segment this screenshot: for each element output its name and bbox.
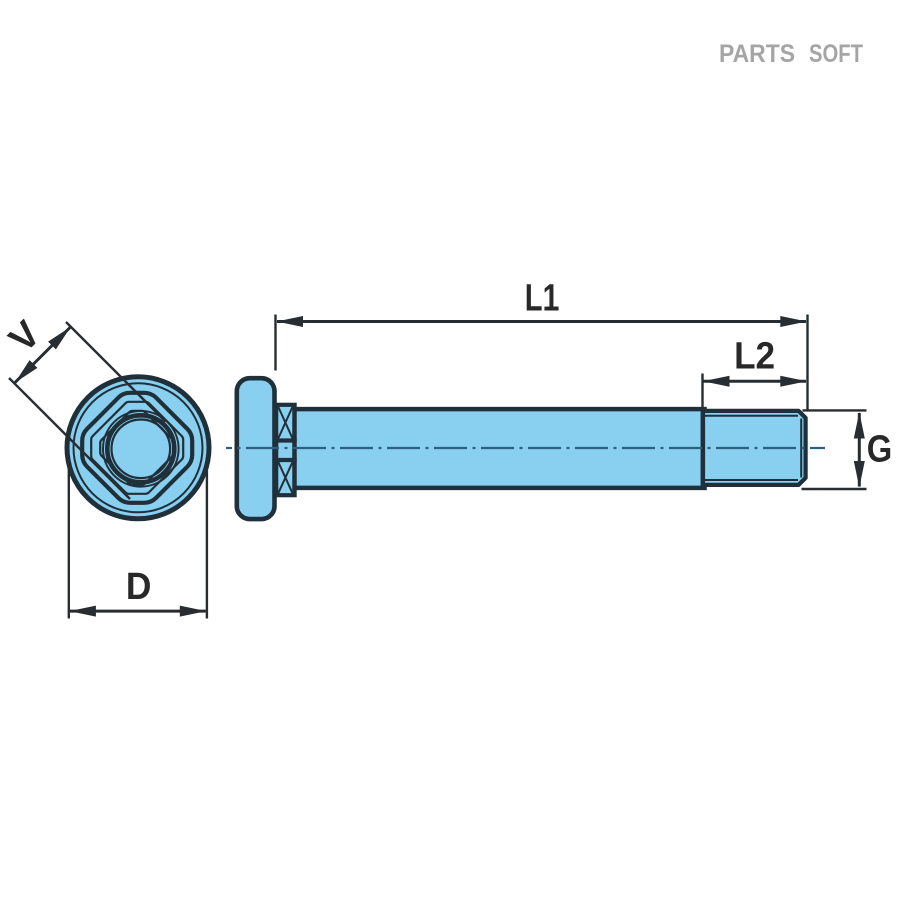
svg-text:G: G: [867, 427, 893, 469]
svg-text:D: D: [126, 565, 152, 607]
svg-text:SOFT: SOFT: [809, 41, 863, 68]
svg-text:PARTS: PARTS: [719, 41, 795, 68]
svg-text:L2: L2: [734, 334, 775, 376]
svg-text:L1: L1: [525, 276, 559, 318]
